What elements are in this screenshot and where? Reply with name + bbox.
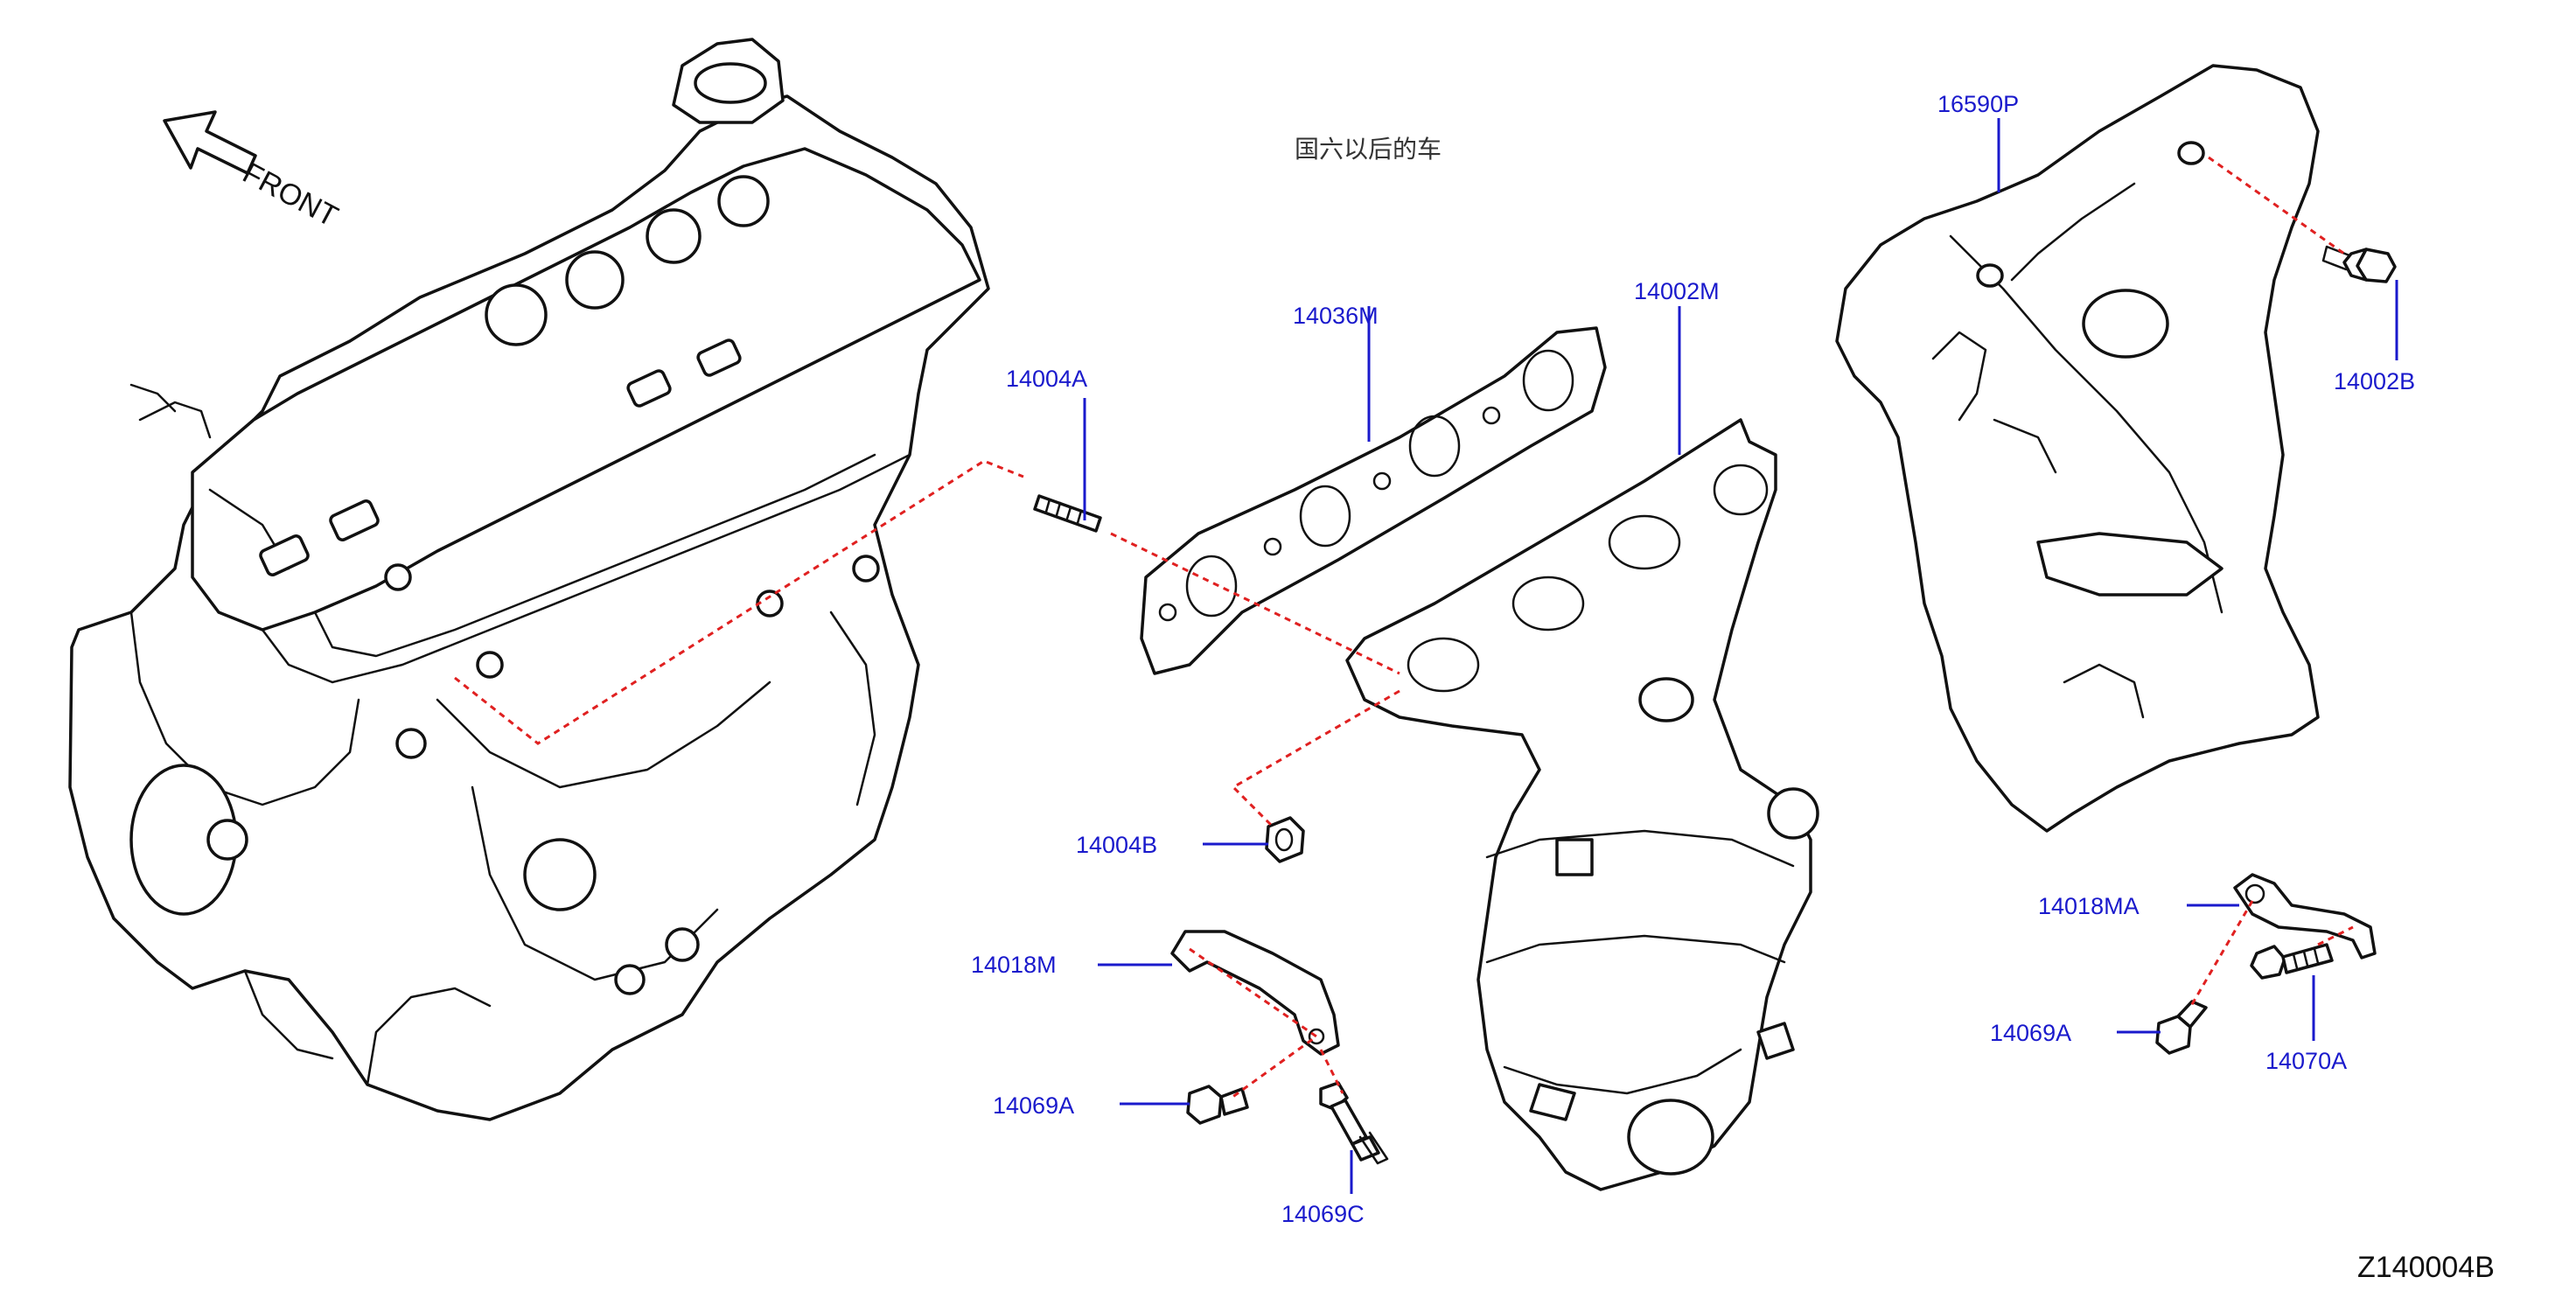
stud-bolt-14069C-drawing	[1319, 1081, 1389, 1165]
label-14069C[interactable]: 14069C	[1281, 1201, 1365, 1227]
label-14018M[interactable]: 14018M	[971, 952, 1057, 978]
front-direction-arrow	[163, 110, 257, 175]
bolt-14002B-drawing	[2321, 245, 2397, 283]
leader-lines	[1083, 118, 2398, 1194]
nut-14004B-drawing	[1265, 816, 1305, 863]
label-14004A[interactable]: 14004A	[1006, 366, 1087, 392]
label-14002M[interactable]: 14002M	[1634, 278, 1720, 304]
heat-shield-16590P-drawing	[1835, 64, 2320, 833]
stud-14004A-drawing	[1033, 494, 1102, 533]
label-14036M[interactable]: 14036M	[1293, 303, 1379, 329]
engine-assembly-drawing	[68, 38, 990, 1121]
bolt-14069A-left-drawing	[1186, 1085, 1249, 1125]
note-text: 国六以后的车	[1295, 135, 1442, 164]
bracket-14018MA-drawing	[2233, 873, 2377, 960]
label-14070A[interactable]: 14070A	[2265, 1048, 2347, 1074]
bracket-14018M-drawing	[1170, 930, 1340, 1056]
bolt-14069A-right-drawing	[2155, 1000, 2208, 1055]
label-14069A-right[interactable]: 14069A	[1990, 1020, 2071, 1046]
drawing-code: Z140004B	[2357, 1251, 2495, 1284]
label-14018MA[interactable]: 14018MA	[2038, 893, 2140, 919]
manifold-14002M-drawing	[1345, 418, 1819, 1191]
bolt-14070A-drawing	[2250, 943, 2334, 980]
label-14004B[interactable]: 14004B	[1076, 832, 1157, 858]
reference-dashed-lines	[454, 156, 2354, 1099]
front-label: FRONT	[237, 157, 343, 234]
label-14002B[interactable]: 14002B	[2334, 368, 2415, 394]
label-14069A-left[interactable]: 14069A	[993, 1092, 1074, 1119]
label-16590P[interactable]: 16590P	[1937, 91, 2019, 117]
gasket-14036M-drawing	[1140, 326, 1607, 675]
